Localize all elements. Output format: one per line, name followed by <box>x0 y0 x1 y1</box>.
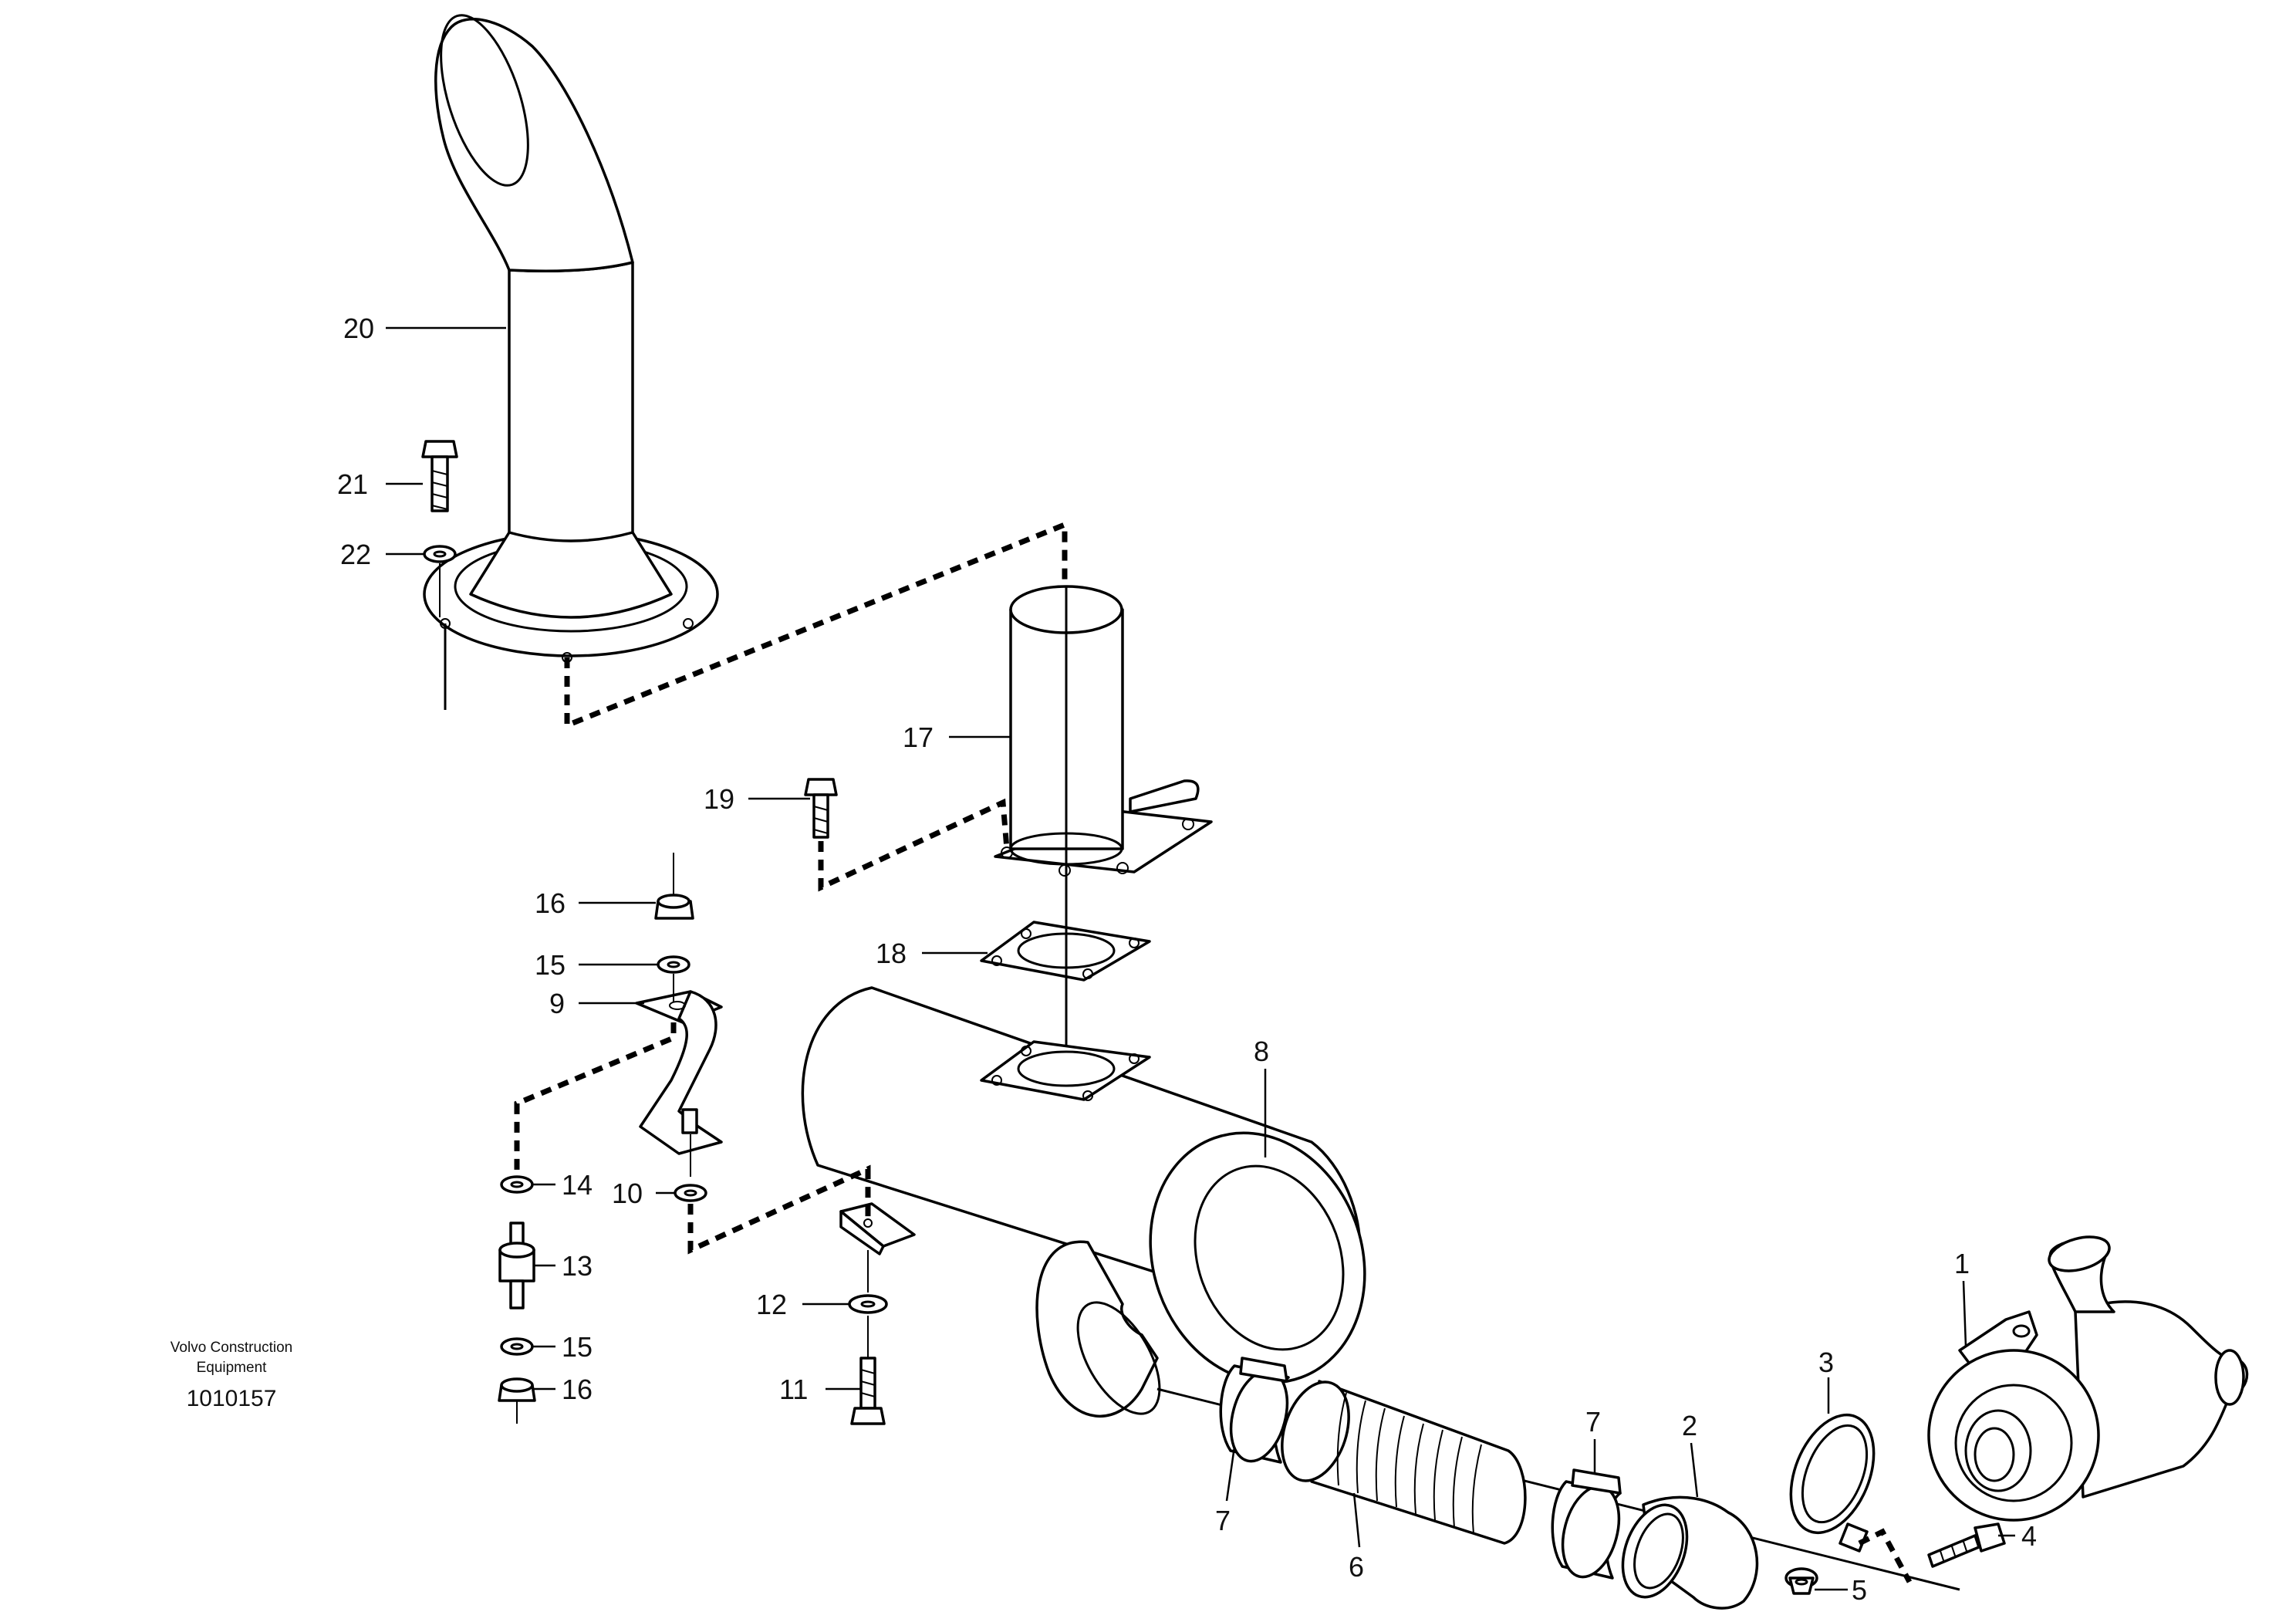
callout-labels: 20 21 22 17 19 18 16 15 9 8 10 14 13 15 … <box>337 313 2037 1606</box>
part-11-bolt <box>850 1316 886 1425</box>
part-5-nut <box>1784 1567 1818 1595</box>
callout-13: 13 <box>562 1250 593 1282</box>
part-20-exhaust-stack <box>423 14 719 710</box>
callout-12: 12 <box>756 1289 787 1320</box>
callout-9: 9 <box>549 988 565 1019</box>
callout-16-top: 16 <box>535 887 566 919</box>
callout-5: 5 <box>1852 1574 1867 1606</box>
brand-note: Volvo Construction Equipment 1010157 <box>171 1340 292 1411</box>
callout-6: 6 <box>1349 1551 1364 1583</box>
part-9-bracket <box>635 990 723 1155</box>
callout-11: 11 <box>779 1374 808 1405</box>
callout-10: 10 <box>612 1178 643 1209</box>
assembly-path-bolt-19 <box>818 798 1010 892</box>
part-3-v-clamp <box>1789 1413 1876 1553</box>
part-2-elbow <box>1621 1495 1759 1610</box>
part-12-washer <box>848 1250 888 1314</box>
part-13-rubber-mount <box>498 1222 535 1309</box>
callout-2: 2 <box>1682 1410 1697 1441</box>
part-16-nut-top <box>654 853 694 920</box>
callout-19: 19 <box>704 783 734 815</box>
callout-1: 1 <box>1954 1248 1970 1279</box>
callout-21: 21 <box>337 468 368 500</box>
part-16-nut-bottom <box>498 1377 536 1424</box>
assembly-path-bracket-mount <box>514 1022 677 1173</box>
part-21-bolt <box>421 440 458 512</box>
callout-4: 4 <box>2021 1520 2037 1552</box>
assembly-path-bracket-muffler <box>687 1164 871 1255</box>
part-6-flex-pipe <box>1281 1380 1527 1545</box>
part-8-muffler <box>801 986 1366 1418</box>
callout-20: 20 <box>343 313 374 344</box>
callout-3: 3 <box>1818 1347 1834 1378</box>
brand-line-1: Volvo Construction <box>171 1340 292 1356</box>
callout-22: 22 <box>340 539 371 570</box>
callout-18: 18 <box>876 938 907 969</box>
part-10-washer <box>674 1134 707 1202</box>
callout-8: 8 <box>1254 1036 1269 1067</box>
callout-15-bottom: 15 <box>562 1331 593 1363</box>
part-7-clamp-left <box>1219 1357 1290 1464</box>
drawing-code: 1010157 <box>187 1386 277 1411</box>
brand-line-2: Equipment <box>197 1360 268 1376</box>
callout-16-bottom: 16 <box>562 1374 593 1405</box>
callout-15-top: 15 <box>535 949 566 981</box>
part-4-bolt <box>1927 1522 2006 1568</box>
assembly-path-stack <box>564 520 1068 730</box>
part-17-pipe <box>994 585 1213 877</box>
callout-14: 14 <box>562 1169 593 1201</box>
part-15-washer-bottom <box>500 1337 534 1356</box>
leader-lines <box>386 326 2015 1591</box>
callout-7-right: 7 <box>1585 1406 1601 1438</box>
part-19-bolt <box>804 778 838 839</box>
part-1-turbocharger <box>1927 1235 2249 1522</box>
callout-7-left: 7 <box>1215 1505 1231 1536</box>
part-7-clamp-right <box>1551 1468 1622 1580</box>
assembly-path-clamp-nut <box>1858 1528 1913 1583</box>
callout-17: 17 <box>903 721 934 753</box>
part-14-washer <box>500 1175 534 1194</box>
